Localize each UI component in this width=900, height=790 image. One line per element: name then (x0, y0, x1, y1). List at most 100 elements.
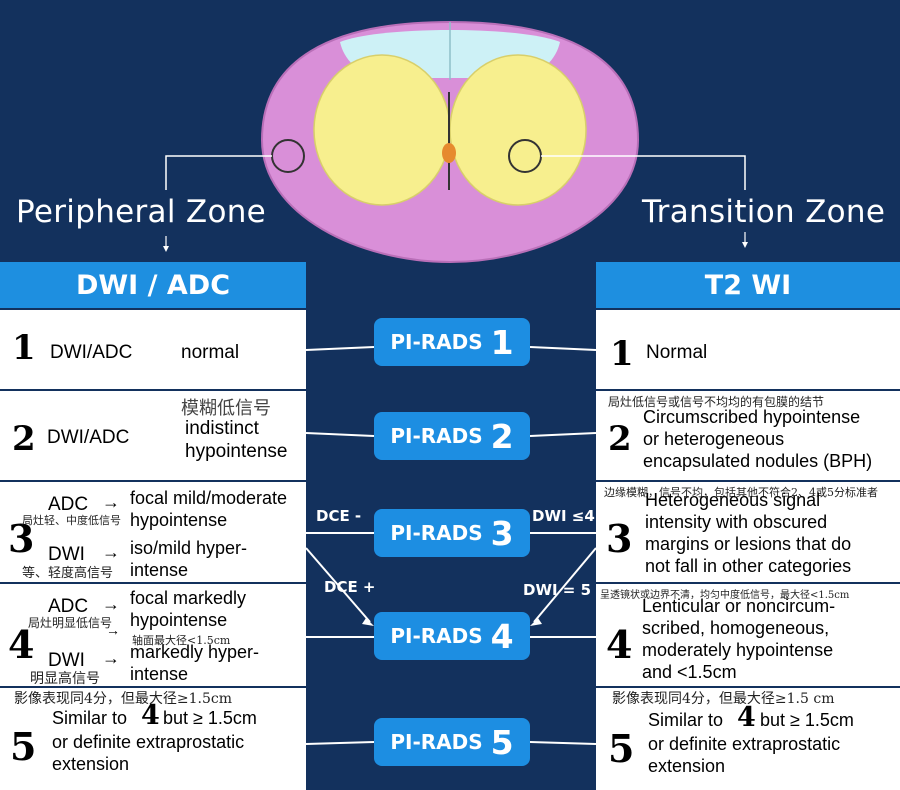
pirads-3-label: PI-RADS (390, 521, 483, 545)
left-row-4-adc-desc2: hypointense (130, 610, 228, 630)
dwi-eq5-label: DWI = 5 (523, 581, 592, 599)
dwi-adc-header: DWI / ADC (0, 262, 306, 308)
left-row-4-axial-cn: 轴面最大径<1.5cm (132, 634, 231, 647)
right-row-2-desc1: Circumscribed hypointense (643, 407, 861, 427)
left-row-2-cn: 模糊低信号 (181, 398, 271, 419)
left-row-3-dwi-desc2: intense (130, 560, 189, 580)
pirads-1-label: PI-RADS (390, 330, 483, 354)
left-row-3-adc: ADC (48, 494, 89, 515)
right-row-5-desc3: extension (648, 756, 726, 776)
pirads-2-num: 2 (490, 416, 514, 456)
left-row-5-desc1b: 4 (141, 700, 160, 731)
right-row-3-desc4: not fall in other categories (645, 556, 852, 576)
left-row-4-score: 4 (8, 622, 35, 667)
t2wi-header: T2 WI (596, 262, 900, 308)
left-row-3: 3 ADC → 局灶轻、中度低信号 focal mild/moderate hy… (0, 482, 306, 582)
right-row-2-score: 2 (608, 419, 632, 459)
left-row-3-dwi-arrow: → (102, 542, 120, 562)
left-row-3-adc-desc1: focal mild/moderate (130, 488, 288, 508)
right-row-3-desc3: margins or lesions that do (645, 534, 852, 554)
pirads-1-num: 1 (490, 322, 514, 362)
right-row-5-desc2: or definite extraprostatic (648, 734, 841, 754)
left-row-1-seq: DWI/ADC (50, 342, 133, 363)
left-row-2-score: 2 (12, 419, 36, 459)
right-row-3: 边缘模糊，信号不均，包括其他不符合2、4或5分标准者 3 Heterogeneo… (596, 482, 900, 582)
left-row-4: 4 ADC → 局灶明显低信号 focal markedly hypointen… (0, 584, 306, 687)
left-row-5-desc3: extension (52, 754, 130, 774)
left-row-1: 1 DWI/ADC normal (0, 310, 306, 389)
right-row-3-score: 3 (606, 516, 633, 561)
left-row-4-dwi-cn: 明显高信号 (30, 671, 100, 687)
left-row-3-dwi-cn: 等、轻度高信号 (22, 566, 114, 581)
left-row-4-adc-arrow: → (102, 594, 120, 614)
left-row-2-desc1: indistinct (185, 418, 259, 439)
right-row-4-desc3: moderately hypointense (642, 640, 834, 660)
left-row-3-dwi-desc1: iso/mild hyper- (130, 538, 248, 558)
left-row-4-dwi-desc2: intense (130, 664, 189, 684)
left-row-4-dwi-desc1: markedly hyper- (130, 642, 260, 662)
right-row-1: 1 Normal (596, 310, 900, 389)
urethra-shape (442, 143, 456, 163)
right-row-2: 局灶低信号或信号不均均的有包膜的结节 2 Circumscribed hypoi… (596, 391, 900, 480)
right-row-2-cn: 局灶低信号或信号不均均的有包膜的结节 (608, 395, 825, 409)
right-row-5-score: 5 (608, 726, 635, 771)
right-row-5-desc1c: but ≥ 1.5cm (760, 710, 854, 730)
left-row-3-adc-cn: 局灶轻、中度低信号 (22, 514, 121, 527)
left-row-4-dwi-arrow: → (102, 648, 120, 668)
pirads-5-num: 5 (490, 722, 514, 762)
right-row-4: 呈透镜状或边界不清，均匀中度低信号，最大径<1.5cm 4 Lenticular… (596, 584, 900, 686)
left-row-2-desc2: hypointense (185, 441, 288, 462)
left-row-4-adc: ADC (48, 596, 89, 617)
right-row-5-cn: 影像表现同4分，但最大径≥1.5 cm (612, 691, 835, 707)
left-row-1-desc: normal (181, 342, 240, 363)
right-row-4-desc2: scribed, homogeneous, (642, 618, 830, 638)
pirads-1-box: PI-RADS 1 (374, 318, 530, 366)
left-row-3-score: 3 (8, 516, 35, 561)
right-row-1-desc: Normal (646, 342, 708, 363)
right-row-3-desc2: intensity with obscured (645, 512, 828, 532)
left-row-4-adc-cn: 局灶明显低信号 (28, 616, 113, 630)
left-row-5-desc1c: but ≥ 1.5cm (163, 708, 257, 728)
right-row-4-score: 4 (606, 622, 633, 667)
left-row-3-dwi: DWI (48, 544, 85, 565)
transition-zone-title: Transition Zone (642, 194, 886, 230)
right-row-5-desc1a: Similar to (648, 710, 724, 730)
left-row-5-cn: 影像表现同4分，但最大径≥1.5cm (14, 691, 233, 707)
pirads-3-box: PI-RADS 3 (374, 509, 530, 557)
right-row-4-desc1: Lenticular or noncircum- (642, 596, 836, 616)
left-row-5-score: 5 (10, 724, 37, 769)
left-row-3-adc-arrow: → (102, 492, 120, 512)
right-row-2-desc3: encapsulated nodules (BPH) (643, 451, 873, 471)
transition-zone-right-lobe (449, 54, 587, 206)
pirads-2-box: PI-RADS 2 (374, 412, 530, 460)
dce-minus-label: DCE - (316, 507, 362, 525)
dwi-le4-label: DWI ≤4 (532, 507, 595, 525)
right-row-3-desc1: Heterogeneous signal (645, 490, 821, 510)
left-row-5: 影像表现同4分，但最大径≥1.5cm 5 Similar to 4 but ≥ … (0, 688, 306, 790)
right-row-2-desc2: or heterogeneous (643, 429, 785, 449)
pirads-4-label: PI-RADS (390, 624, 483, 648)
left-row-4-axial-arrow: → (106, 622, 120, 638)
left-row-1-score: 1 (12, 328, 36, 368)
pirads-4-box: PI-RADS 4 (374, 612, 530, 660)
right-row-4-cn: 呈透镜状或边界不清，均匀中度低信号，最大径<1.5cm (600, 590, 850, 601)
pirads-2-label: PI-RADS (390, 424, 483, 448)
peripheral-zone-title: Peripheral Zone (16, 194, 267, 230)
left-row-5-desc2: or definite extraprostatic (52, 732, 245, 752)
right-row-5-desc1b: 4 (737, 702, 756, 733)
dce-plus-label: DCE + (324, 578, 376, 596)
right-row-5: 影像表现同4分，但最大径≥1.5 cm 5 Similar to 4 but ≥… (596, 688, 900, 790)
left-row-4-adc-desc1: focal markedly (130, 588, 247, 608)
pirads-5-label: PI-RADS (390, 730, 483, 754)
pirads-5-box: PI-RADS 5 (374, 718, 530, 766)
left-row-2: 2 DWI/ADC 模糊低信号 indistinct hypointense (0, 391, 306, 480)
pirads-3-num: 3 (490, 513, 514, 553)
left-row-3-adc-desc2: hypointense (130, 510, 228, 530)
left-row-2-seq: DWI/ADC (47, 427, 130, 448)
right-row-4-desc4: and <1.5cm (642, 662, 737, 682)
right-row-1-score: 1 (610, 334, 634, 374)
left-row-5-desc1a: Similar to (52, 708, 128, 728)
right-row-3-cn: 边缘模糊，信号不均，包括其他不符合2、4或5分标准者 (604, 486, 878, 499)
pirads-4-num: 4 (490, 616, 514, 656)
